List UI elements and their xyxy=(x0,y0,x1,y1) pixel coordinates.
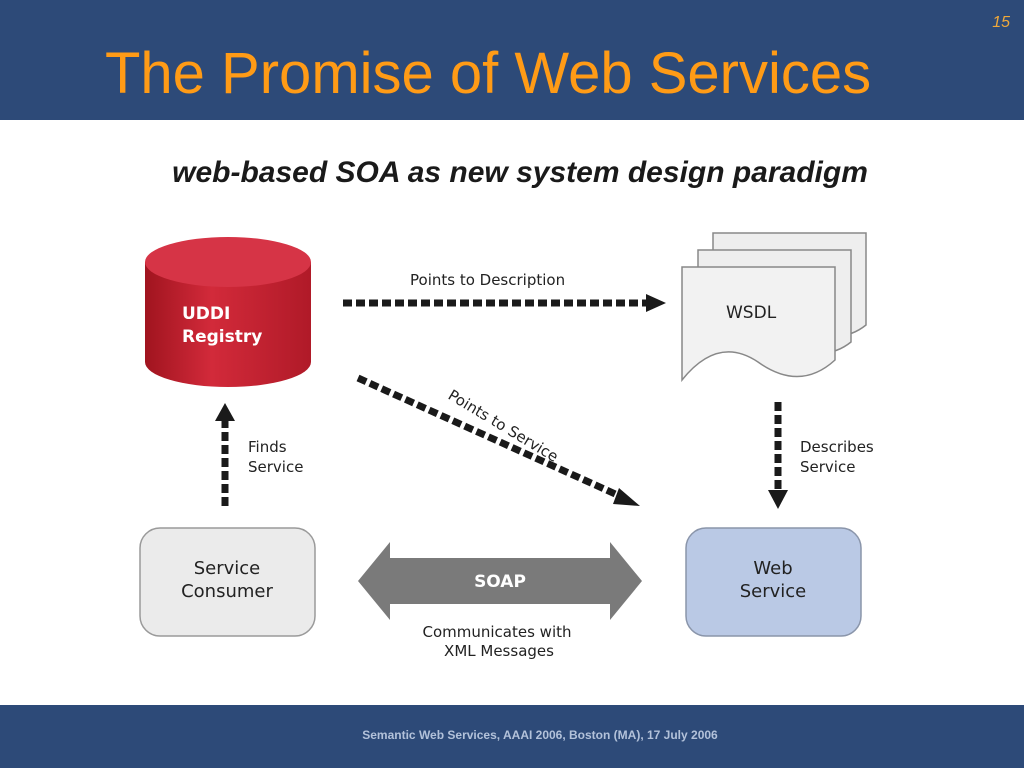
service-consumer-node: Service Consumer xyxy=(139,527,316,637)
describes-service-arrow: Describes Service xyxy=(768,402,874,509)
consumer-label-line2: Consumer xyxy=(181,581,273,602)
communicates-label-line2: XML Messages xyxy=(444,642,554,660)
footer-text: Semantic Web Services, AAAI 2006, Boston… xyxy=(362,728,718,742)
consumer-label-line1: Service xyxy=(194,558,261,579)
uddi-label-line1: UDDI xyxy=(182,304,230,324)
web-service-node: Web Service xyxy=(685,527,862,637)
footer-bar xyxy=(0,705,1024,768)
describes-service-label-line2: Service xyxy=(800,458,855,476)
finds-service-label-line1: Finds xyxy=(248,438,287,456)
communicates-label-line1: Communicates with xyxy=(422,623,571,641)
page-number: 15 xyxy=(992,14,1010,31)
wsdl-label: WSDL xyxy=(726,303,777,323)
uddi-registry-node: UDDI Registry xyxy=(145,237,311,387)
web-service-label-line1: Web xyxy=(753,558,792,579)
header-bar: The Promise of Web Services 15 xyxy=(0,0,1024,120)
soap-label: SOAP xyxy=(474,572,526,592)
soap-arrow: SOAP xyxy=(358,542,642,620)
points-to-service-arrow: Points to Service xyxy=(356,374,640,506)
slide-subtitle: web-based SOA as new system design parad… xyxy=(172,156,868,189)
finds-service-arrow: Finds Service xyxy=(215,403,303,506)
points-to-description-label: Points to Description xyxy=(410,271,565,289)
web-service-label-line2: Service xyxy=(740,581,807,602)
points-to-description-arrow: Points to Description xyxy=(343,271,666,312)
points-to-service-label: Points to Service xyxy=(445,386,561,466)
describes-service-label-line1: Describes xyxy=(800,438,874,456)
wsdl-document-node: WSDL xyxy=(681,232,867,383)
uddi-label-line2: Registry xyxy=(182,327,262,347)
finds-service-label-line2: Service xyxy=(248,458,303,476)
slide-title: The Promise of Web Services xyxy=(105,41,872,106)
